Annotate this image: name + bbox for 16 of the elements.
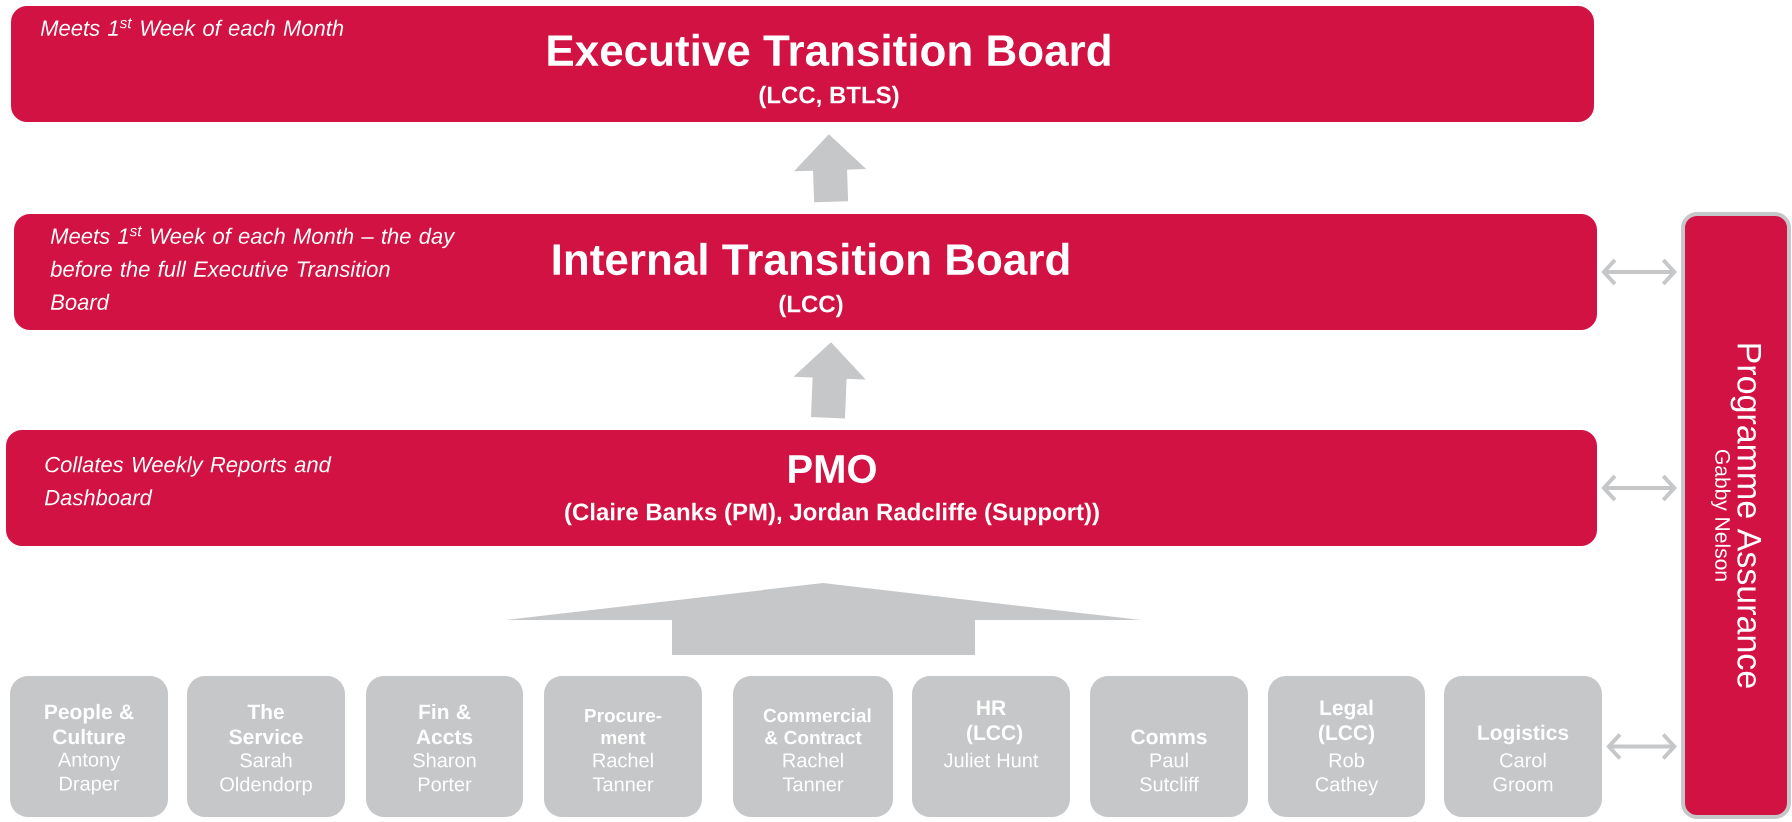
board-box: Meets 1$^{st}$ Week of each Month – the day before the full Executive Transition Board Internal Transition Board (LCC) — [14, 214, 1597, 330]
workstream-box: The Service Sarah Oldendorp — [187, 676, 345, 817]
assurance-box: Programme Assurance Gabby Nelson — [1681, 212, 1791, 819]
workstream-box: People & Culture Antony Draper — [10, 676, 168, 817]
workstream-box: Procure-ment Rachel Tanner — [544, 676, 702, 817]
board-box: Meets 1$^{st}$ Week of each Month Executive Transition Board (LCC, BTLS) — [11, 6, 1594, 122]
workstream-box: Comms Paul Sutcliff — [1090, 676, 1248, 817]
workstream-box: Legal (LCC) Rob Cathey — [1268, 676, 1425, 817]
double-arrow — [1606, 733, 1677, 760]
double-arrow — [1601, 258, 1677, 286]
double-arrow — [1601, 474, 1677, 502]
workstream-box: Logistics Carol Groom — [1444, 676, 1602, 817]
workstream-box: Fin & Accts Sharon Porter — [366, 676, 523, 817]
workstream-box: Commercial & Contract Rachel Tanner — [733, 676, 893, 817]
workstream-box: HR (LCC) Juliet Hunt — [912, 676, 1070, 817]
board-box: Collates Weekly Reports and Dashboard PMO (Claire Banks (PM), Jordan Radcliffe (Support)) — [6, 430, 1597, 546]
